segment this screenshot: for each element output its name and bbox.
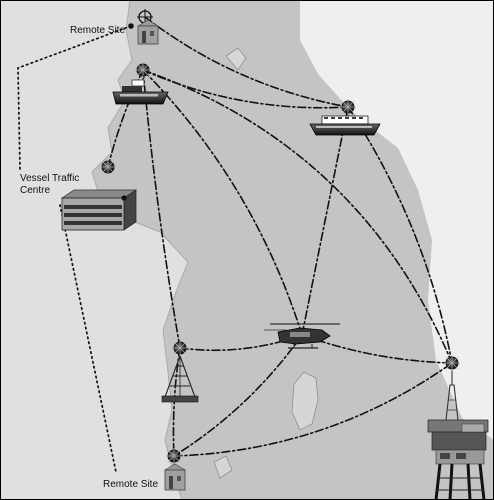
wired-link-remote-site-top-to-vessel-traffic-centre xyxy=(17,25,132,171)
radio-tower-icon xyxy=(161,355,199,403)
antenna-icon xyxy=(135,62,151,78)
vessel-traffic-centre-node xyxy=(60,159,138,231)
connection-dot xyxy=(128,23,134,29)
link-remote-site-bottom-to-oil-platform xyxy=(173,362,453,457)
antenna-icon xyxy=(340,99,356,115)
island xyxy=(213,455,233,479)
link-ship-to-helicopter xyxy=(142,69,303,336)
antenna-tower-node xyxy=(161,340,199,403)
helicopter-node xyxy=(264,323,340,349)
vessel-traffic-centre-label-line2: Centre xyxy=(20,184,51,196)
remote-site-top-node xyxy=(128,9,160,45)
link-helicopter-to-remote-site-bottom xyxy=(173,334,303,457)
wired-links xyxy=(17,25,132,473)
cargo-ship-icon xyxy=(112,79,169,105)
building-icon xyxy=(163,463,187,491)
vessel-traffic-centre-label-line1: Vessel Traffic xyxy=(20,173,80,184)
land-mass xyxy=(0,0,188,500)
island xyxy=(291,371,319,431)
vessel-traffic-centre-label: Vessel Traffic Centre xyxy=(20,173,79,196)
remote-site-bottom-node xyxy=(163,448,187,491)
ship-node xyxy=(112,62,169,105)
antenna-icon xyxy=(100,159,116,175)
building-icon xyxy=(60,189,138,231)
link-ferry-to-oil-platform xyxy=(347,106,453,364)
link-remote-site-top-to-ferry xyxy=(144,16,349,108)
remote-site-bottom-label: Remote Site xyxy=(103,479,159,490)
antenna-icon xyxy=(444,355,460,371)
helicopter-icon xyxy=(264,323,340,349)
link-ferry-to-helicopter xyxy=(301,106,349,336)
link-ship-to-oil-platform xyxy=(142,69,453,364)
island xyxy=(225,47,247,71)
antenna-icon xyxy=(172,340,188,356)
wired-link-vessel-traffic-centre-to-remote-site-bottom xyxy=(59,204,117,473)
ferry-icon xyxy=(309,115,381,136)
antenna-icon xyxy=(166,448,182,464)
building-icon xyxy=(136,19,160,45)
oil-platform-node xyxy=(427,355,489,500)
oil-platform-icon xyxy=(427,384,489,500)
remote-site-top-label: Remote Site xyxy=(70,25,126,36)
ferry-node xyxy=(309,99,381,136)
link-ship-to-antenna-tower xyxy=(142,69,181,349)
link-ship-to-ferry xyxy=(142,69,349,109)
